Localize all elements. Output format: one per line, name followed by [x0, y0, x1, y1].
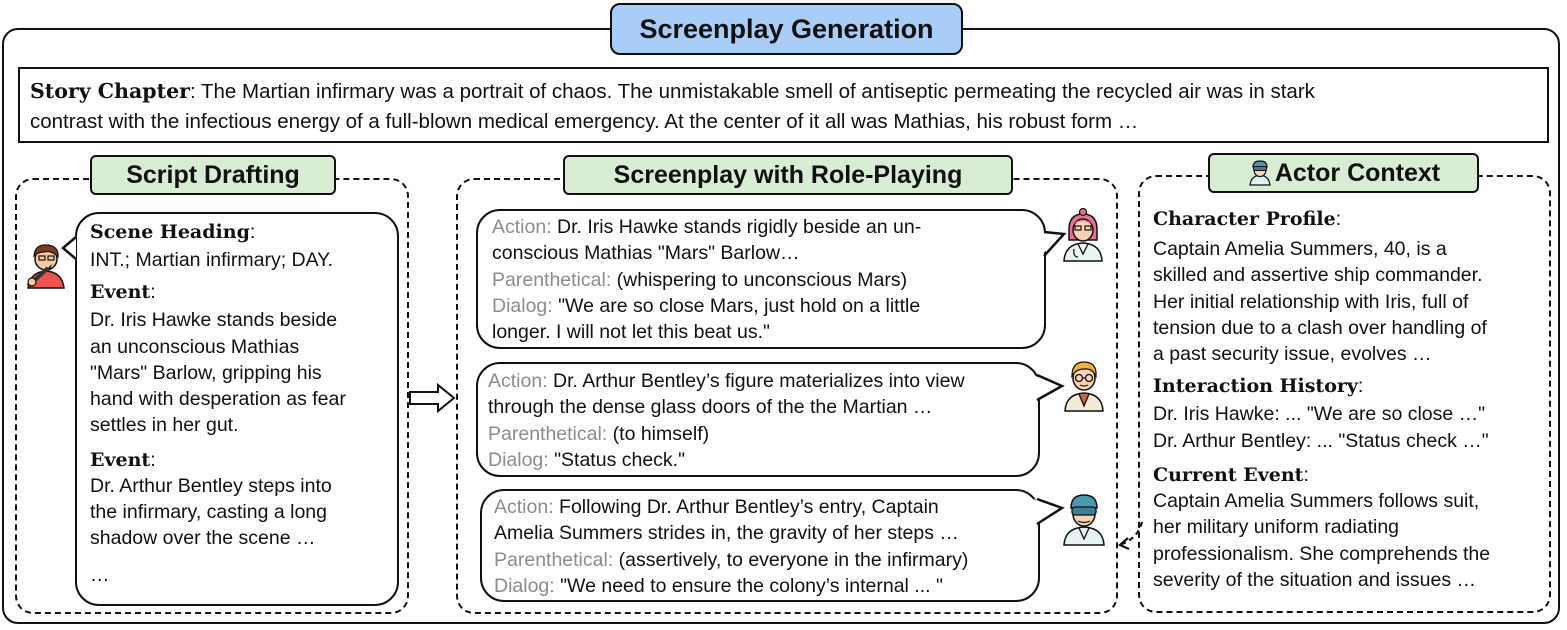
amelia-dialog-line: Dialog: "We need to ensure the colony’s … — [494, 573, 1039, 599]
bubble-arthur-text: Action: Dr. Arthur Bentley’s figure mate… — [488, 368, 1033, 473]
story-text-1: The Martian infirmary was a portrait of … — [200, 80, 1315, 103]
event-line: Captain Amelia Summers follows suit, — [1153, 490, 1480, 513]
parenthetical-label: Parenthetical: — [494, 548, 614, 571]
event-1-line: hand with desperation as fear — [90, 388, 346, 411]
event-2-line: shadow over the scene … — [90, 527, 316, 550]
arthur-dialog-text: "Status check." — [548, 448, 686, 471]
event-2-line: the infirmary, casting a long — [90, 501, 327, 524]
interaction-history-label: Interaction History — [1153, 375, 1358, 398]
drafting-ellipsis: … — [90, 563, 110, 586]
scene-heading-value: INT.; Martian infirmary; DAY. — [90, 249, 334, 271]
action-label: Action: — [492, 216, 552, 238]
profile-line: tension due to a clash over handling of — [1153, 316, 1487, 339]
event-line: her military uniform radiating — [1153, 516, 1400, 539]
event-1-line: an unconscious Mathias — [90, 335, 300, 358]
profile-line: a past security issue, evolves … — [1153, 343, 1432, 366]
profile-line: Her initial relationship with Iris, full… — [1153, 290, 1469, 313]
bubble-tail-arthur — [1030, 373, 1065, 404]
bubble-tail-amelia — [1030, 497, 1065, 528]
actor-icon — [1249, 160, 1271, 186]
iris-dialog-text: "We are so close Mars, just hold on a li… — [552, 294, 921, 317]
drafting-content: Scene Heading: INT.; Martian infirmary; … — [90, 219, 390, 588]
context-connector — [1117, 521, 1144, 551]
amelia-action-text-2: Amelia Summers strides in, the gravity o… — [494, 522, 959, 545]
event-1-line: "Mars" Barlow, gripping his — [90, 361, 322, 384]
iris-action-text-2: conscious Mathias "Mars" Barlow… — [492, 242, 800, 265]
event-1-line: Dr. Iris Hawke stands beside — [90, 309, 338, 332]
action-label: Action: — [494, 496, 554, 518]
event-line: severity of the situation and issues … — [1153, 568, 1476, 591]
parenthetical-label: Parenthetical: — [488, 422, 608, 445]
story-chapter-label: Story Chapter — [30, 79, 190, 103]
bubble-amelia-text: Action: Following Dr. Arthur Bentley’s e… — [494, 494, 1039, 599]
amelia-paren-text: (assertively, to everyone in the infirma… — [613, 548, 969, 571]
arthur-paren-line: Parenthetical: (to himself) — [488, 421, 1033, 447]
dialog-bubble-iris — [476, 209, 1046, 349]
dialog-bubble-amelia — [480, 489, 1040, 602]
event-label-1: Event — [90, 281, 151, 304]
iris-dialog-line: Dialog: "We are so close Mars, just hold… — [492, 293, 1037, 319]
arthur-action-text: Dr. Arthur Bentley’s figure materializes… — [547, 370, 965, 392]
actor-content: Character Profile: Captain Amelia Summer… — [1153, 206, 1548, 593]
event-2-line: Dr. Arthur Bentley steps into — [90, 474, 332, 497]
bubble-tail-iris — [1036, 230, 1067, 260]
arthur-action-text-2: through the dense glass doors of the the… — [488, 396, 933, 419]
male-doctor-icon — [1064, 361, 1104, 412]
writer-icon — [26, 244, 65, 289]
dialog-bubble-arthur — [476, 362, 1040, 477]
parenthetical-label: Parenthetical: — [492, 268, 612, 291]
iris-dialog-text-2: longer. I will not let this beat us." — [492, 321, 770, 344]
actor-context-title: Actor Context — [1208, 153, 1479, 193]
dialog-label: Dialog: — [488, 448, 549, 471]
current-event-label: Current Event — [1153, 464, 1304, 487]
role-playing-title: Screenplay with Role-Playing — [563, 155, 1013, 195]
amelia-action-line: Action: Following Dr. Arthur Bentley’s e… — [494, 494, 1039, 520]
drafting-bubble-tail — [61, 236, 77, 260]
amelia-paren-line: Parenthetical: (assertively, to everyone… — [494, 547, 1039, 573]
script-drafting-bubble — [75, 212, 399, 606]
scene-heading-label: Scene Heading — [90, 221, 250, 243]
event-label-2: Event — [90, 448, 151, 471]
story-chapter-box: Story Chapter: The Martian infirmary was… — [18, 67, 1549, 143]
history-line: Dr. Arthur Bentley: ... "Status check …" — [1153, 429, 1489, 452]
iris-action-line: Action: Dr. Iris Hawke stands rigidly be… — [492, 214, 1037, 240]
bubble-iris-text: Action: Dr. Iris Hawke stands rigidly be… — [492, 214, 1037, 345]
dialog-label: Dialog: — [494, 574, 555, 597]
amelia-action-text: Following Dr. Arthur Bentley’s entry, Ca… — [553, 496, 939, 518]
arthur-paren-text: (to himself) — [607, 422, 710, 445]
flow-arrow — [409, 382, 456, 414]
iris-paren-text: (whispering to unconscious Mars) — [611, 268, 908, 291]
story-line-1: Story Chapter: The Martian infirmary was… — [30, 79, 1315, 103]
iris-paren-line: Parenthetical: (whispering to unconsciou… — [492, 267, 1037, 293]
amelia-dialog-text: "We need to ensure the colony’s internal… — [554, 574, 943, 597]
character-profile-label: Character Profile — [1153, 208, 1336, 230]
profile-line: Captain Amelia Summers, 40, is a — [1153, 238, 1447, 260]
event-1-line: settles in her gut. — [90, 414, 239, 437]
arthur-action-line: Action: Dr. Arthur Bentley’s figure mate… — [488, 368, 1033, 394]
arthur-dialog-line: Dialog: "Status check." — [488, 447, 1033, 473]
captain-icon — [1063, 494, 1105, 546]
profile-line: skilled and assertive ship commander. — [1153, 264, 1483, 287]
script-drafting-title: Script Drafting — [90, 155, 336, 195]
female-doctor-icon — [1063, 208, 1103, 262]
action-label: Action: — [488, 370, 548, 392]
main-title: Screenplay Generation — [610, 3, 963, 55]
event-line: professionalism. She comprehends the — [1153, 542, 1491, 565]
dialog-label: Dialog: — [492, 294, 553, 317]
iris-action-text: Dr. Iris Hawke stands rigidly beside an … — [551, 216, 922, 238]
actor-context-title-text: Actor Context — [1274, 158, 1441, 187]
history-line: Dr. Iris Hawke: ... "We are so close …" — [1153, 403, 1486, 426]
story-text-2: contrast with the infectious energy of a… — [30, 110, 1139, 133]
